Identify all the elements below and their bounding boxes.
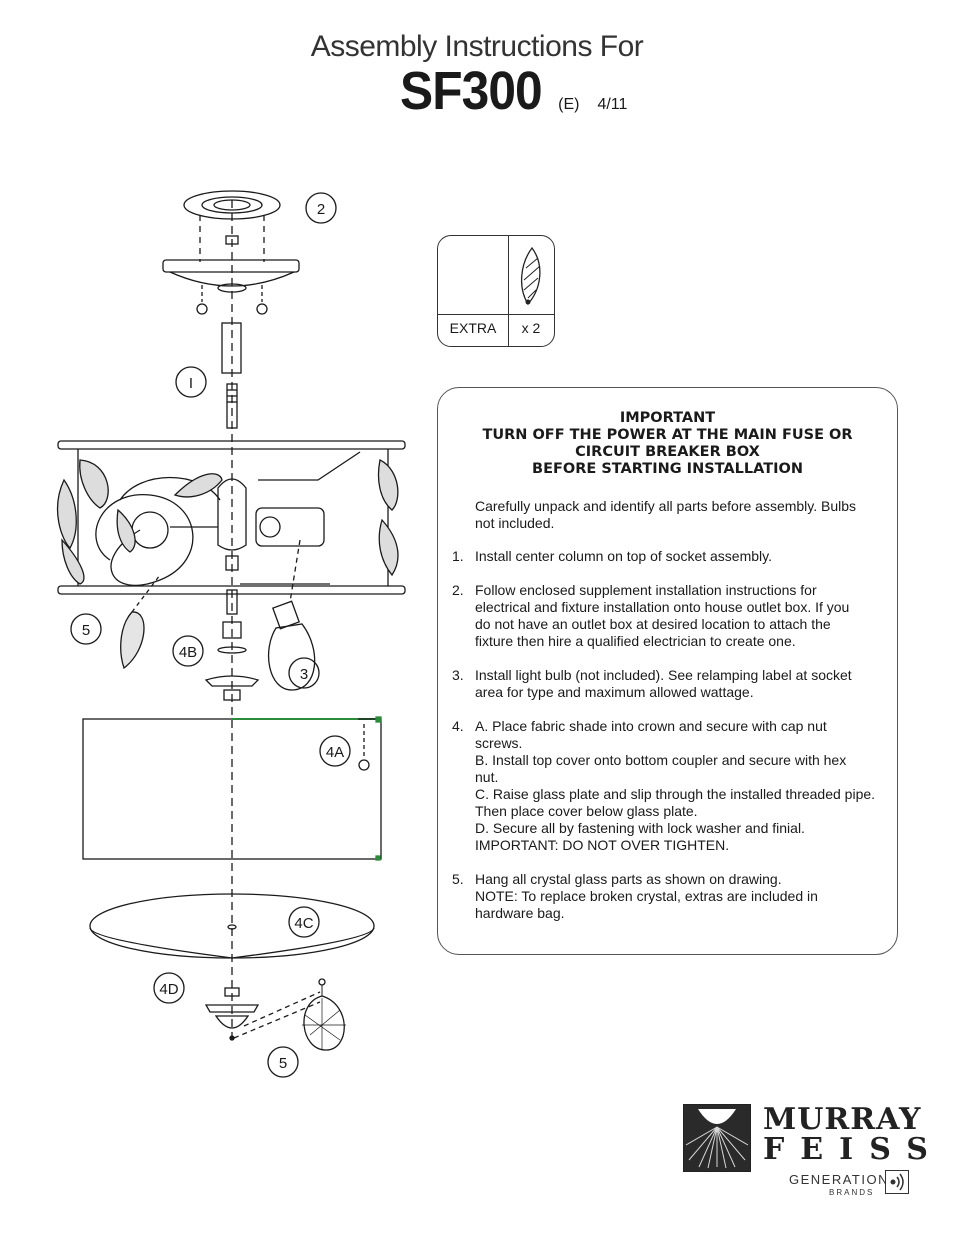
step-line: IMPORTANT: DO NOT OVER TIGHTEN. <box>475 837 730 853</box>
generation-brands-line1: GENERATION <box>789 1172 889 1187</box>
step-line: fixture then hire a qualified electricia… <box>475 633 796 649</box>
callout-label: 4C <box>294 915 313 932</box>
callout-1 <box>175 366 207 398</box>
step-line: hardware bag. <box>475 905 565 921</box>
brand-name-line2: FEISS <box>763 1132 944 1167</box>
step-line: D. Secure all by fastening with lock was… <box>475 820 805 836</box>
step-number: 1. <box>452 548 464 564</box>
step-line: NOTE: To replace broken crystal, extras … <box>475 888 818 904</box>
step-item: 1. Install center column on top of socke… <box>452 548 877 565</box>
extra-label: EXTRA <box>449 320 497 336</box>
callout-label: 5 <box>279 1055 287 1072</box>
callout-label: 3 <box>300 666 308 683</box>
fixture-frame <box>56 440 406 595</box>
brand-name-line1: MURRAY <box>763 1102 922 1137</box>
step-number: 5. <box>452 871 464 887</box>
document-title: Assembly Instructions For <box>310 30 644 63</box>
step-number: 2. <box>452 582 464 598</box>
crystal-drop <box>302 978 346 1051</box>
callout-label: 4A <box>326 744 344 761</box>
step-line: Follow enclosed supplement installation … <box>475 582 817 598</box>
bottom-cover <box>204 1004 260 1013</box>
step-line: Install light bulb (not included). See r… <box>475 667 852 683</box>
warning-line: IMPORTANT <box>619 410 716 426</box>
callout-5a <box>70 613 102 645</box>
crystal-leaf-icon <box>521 246 541 306</box>
step-line: Then place cover below glass plate. <box>475 803 698 819</box>
warning-line: BEFORE STARTING INSTALLATION <box>532 461 803 477</box>
step-item: 4. A. Place fabric shade into crown and … <box>452 718 877 854</box>
sound-wave-icon <box>885 1170 909 1194</box>
canopy <box>162 235 300 315</box>
step-line: nut. <box>475 769 499 785</box>
threaded-pipe <box>226 383 238 429</box>
cap-nut <box>358 759 370 771</box>
top-cover <box>204 675 260 687</box>
center-column <box>221 322 242 374</box>
step-line: screws. <box>475 735 523 751</box>
callout-label: 5 <box>82 622 90 639</box>
step-line: A. Place fabric shade into crown and sec… <box>475 718 827 734</box>
callout-label: 4B <box>179 644 197 661</box>
warning-line: TURN OFF THE POWER AT THE MAIN FUSE OR <box>482 427 853 443</box>
mounting-bracket <box>183 190 281 262</box>
intro-line: Carefully unpack and identify all parts … <box>475 498 857 514</box>
step-line: C. Raise glass plate and slip through th… <box>475 786 876 802</box>
intro-paragraph: Carefully unpack and identify all parts … <box>475 498 869 532</box>
assembly-steps: 1. Install center column on top of socke… <box>452 548 877 939</box>
callout-3 <box>288 657 320 689</box>
model-heading: SF300 (E) 4/11 <box>400 64 627 118</box>
model-number: SF300 <box>400 61 543 121</box>
callout-4a <box>319 735 351 767</box>
intro-line: not included. <box>475 515 555 531</box>
step-line: do not have an outlet box at desired loc… <box>475 616 831 632</box>
safety-warning: IMPORTANT TURN OFF THE POWER AT THE MAIN… <box>438 410 897 478</box>
revision-date: 4/11 <box>597 96 628 113</box>
brand-logo: MURRAY FEISS GENERATION BRANDS <box>683 1102 928 1200</box>
light-bulb <box>268 539 316 691</box>
step-number: 3. <box>452 667 464 683</box>
step-line: Hang all crystal glass parts as shown on… <box>475 871 782 887</box>
step-line: area for type and maximum allowed wattag… <box>475 684 754 700</box>
step-item: 3. Install light bulb (not included). Se… <box>452 667 877 701</box>
warning-line: CIRCUIT BREAKER BOX <box>575 444 760 460</box>
callout-5b <box>267 1046 299 1078</box>
extra-quantity: x 2 <box>521 320 541 336</box>
instructions-panel: IMPORTANT TURN OFF THE POWER AT THE MAIN… <box>437 387 898 955</box>
callout-label: I <box>189 375 193 392</box>
finial <box>214 1015 250 1029</box>
callout-label: 2 <box>317 201 325 218</box>
callout-2 <box>305 192 337 224</box>
revision-code: (E) <box>558 96 580 113</box>
callout-4d <box>153 972 185 1004</box>
extra-parts-box: EXTRA x 2 <box>437 235 555 347</box>
exploded-assembly-diagram: 2 I 5 4B 3 4A 4C 4D 5 <box>56 190 406 1078</box>
step-line: B. Install top cover onto bottom coupler… <box>475 752 847 768</box>
step-item: 2. Follow enclosed supplement installati… <box>452 582 877 650</box>
sunburst-icon <box>683 1104 751 1172</box>
step-item: 5. Hang all crystal glass parts as shown… <box>452 871 877 922</box>
step-line: electrical and fixture installation onto… <box>475 599 850 615</box>
step-number: 4. <box>452 718 464 734</box>
generation-brands-line2: BRANDS <box>829 1188 875 1197</box>
callout-4b <box>172 635 204 667</box>
crystal-leaf <box>120 611 145 670</box>
callout-4c <box>288 906 320 938</box>
callout-label: 4D <box>159 981 178 998</box>
step-line: Install center column on top of socket a… <box>475 548 772 564</box>
